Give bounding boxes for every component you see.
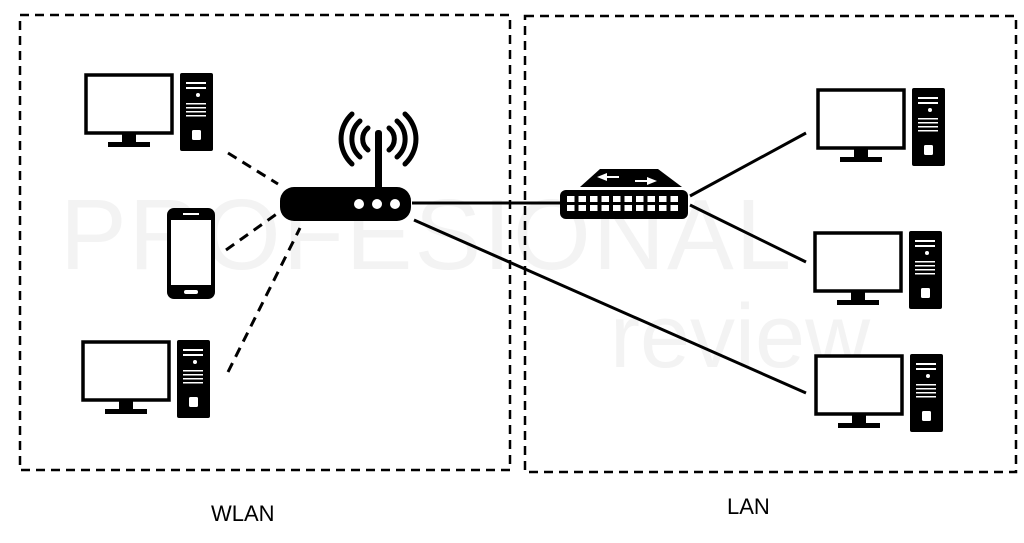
wired-link-router-lan-pc3 bbox=[413, 218, 807, 395]
switch-port bbox=[613, 196, 621, 202]
wireless-link-phone bbox=[225, 211, 279, 252]
wired-link-switch-lan-pc1 bbox=[689, 131, 807, 198]
wifi-router-icon bbox=[280, 111, 419, 221]
wlan-desktop-computer-icon bbox=[86, 73, 213, 151]
lan-zone-border bbox=[523, 14, 1018, 474]
switch-port bbox=[624, 196, 632, 202]
switch-port bbox=[670, 196, 678, 202]
lan-desktop-computer-icon bbox=[816, 354, 943, 432]
switch-port bbox=[659, 196, 667, 202]
switch-port bbox=[590, 196, 598, 202]
wlan-zone-border bbox=[18, 13, 512, 472]
switch-port bbox=[636, 196, 644, 202]
switch-port bbox=[601, 196, 609, 202]
network-switch-icon bbox=[560, 169, 688, 219]
switch-port bbox=[578, 205, 586, 211]
switch-port bbox=[567, 205, 575, 211]
switch-port bbox=[624, 205, 632, 211]
switch-port bbox=[647, 196, 655, 202]
switch-port bbox=[613, 205, 621, 211]
wlan-desktop-computer-icon bbox=[83, 340, 210, 418]
switch-port bbox=[567, 196, 575, 202]
lan-desktop-computer-icon bbox=[815, 231, 942, 309]
switch-port bbox=[590, 205, 598, 211]
switch-port bbox=[636, 205, 644, 211]
switch-port bbox=[578, 196, 586, 202]
wireless-link-pc1 bbox=[227, 151, 279, 186]
switch-port bbox=[647, 205, 655, 211]
switch-port bbox=[601, 205, 609, 211]
wireless-link-pc2 bbox=[226, 227, 302, 373]
lan-desktop-computer-icon bbox=[818, 88, 945, 166]
lan-zone-label: LAN bbox=[727, 494, 770, 519]
switch-port bbox=[670, 205, 678, 211]
smartphone-icon bbox=[167, 208, 215, 299]
switch-port bbox=[659, 205, 667, 211]
wired-link-switch-lan-pc2 bbox=[689, 203, 807, 264]
wlan-zone-label: WLAN bbox=[211, 501, 275, 526]
